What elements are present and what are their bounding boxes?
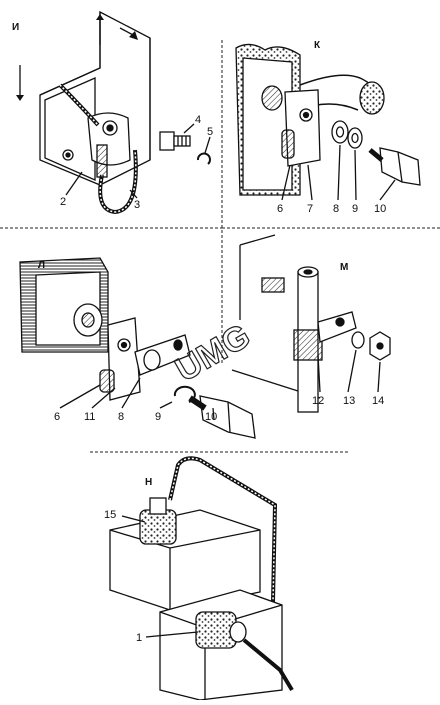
panel-m bbox=[231, 234, 391, 413]
part-label-14: 14 bbox=[372, 395, 384, 407]
panel-k bbox=[235, 43, 421, 201]
part-label-10-l: 10 bbox=[205, 411, 217, 423]
panel-n bbox=[109, 456, 294, 701]
section-label-i: И bbox=[12, 22, 19, 33]
part-label-1: 1 bbox=[136, 632, 142, 644]
part-label-15: 15 bbox=[104, 509, 116, 521]
part-label-6-l: 6 bbox=[54, 411, 60, 423]
part-label-6-k: 6 bbox=[277, 203, 283, 215]
panel-dividers bbox=[0, 40, 440, 453]
section-label-n: Н bbox=[145, 477, 152, 488]
part-label-9-k: 9 bbox=[352, 203, 358, 215]
part-label-8-l: 8 bbox=[118, 411, 124, 423]
part-label-4: 4 bbox=[195, 114, 201, 126]
part-label-2: 2 bbox=[60, 196, 66, 208]
part-label-9-l: 9 bbox=[155, 411, 161, 423]
panel-i bbox=[16, 10, 211, 215]
section-label-m: М bbox=[340, 262, 348, 273]
part-label-11: 11 bbox=[84, 411, 95, 423]
watermark-text: UMG bbox=[169, 317, 257, 390]
part-label-13: 13 bbox=[343, 395, 355, 407]
part-label-3: 3 bbox=[134, 199, 140, 211]
section-label-l: Л bbox=[38, 260, 45, 271]
part-label-8-k: 8 bbox=[333, 203, 339, 215]
part-label-7: 7 bbox=[307, 203, 313, 215]
part-label-10-k: 10 bbox=[374, 203, 386, 215]
panel-l bbox=[19, 257, 256, 439]
part-label-5: 5 bbox=[207, 126, 213, 138]
part-label-12: 12 bbox=[312, 395, 324, 407]
section-label-k: К bbox=[314, 40, 321, 51]
